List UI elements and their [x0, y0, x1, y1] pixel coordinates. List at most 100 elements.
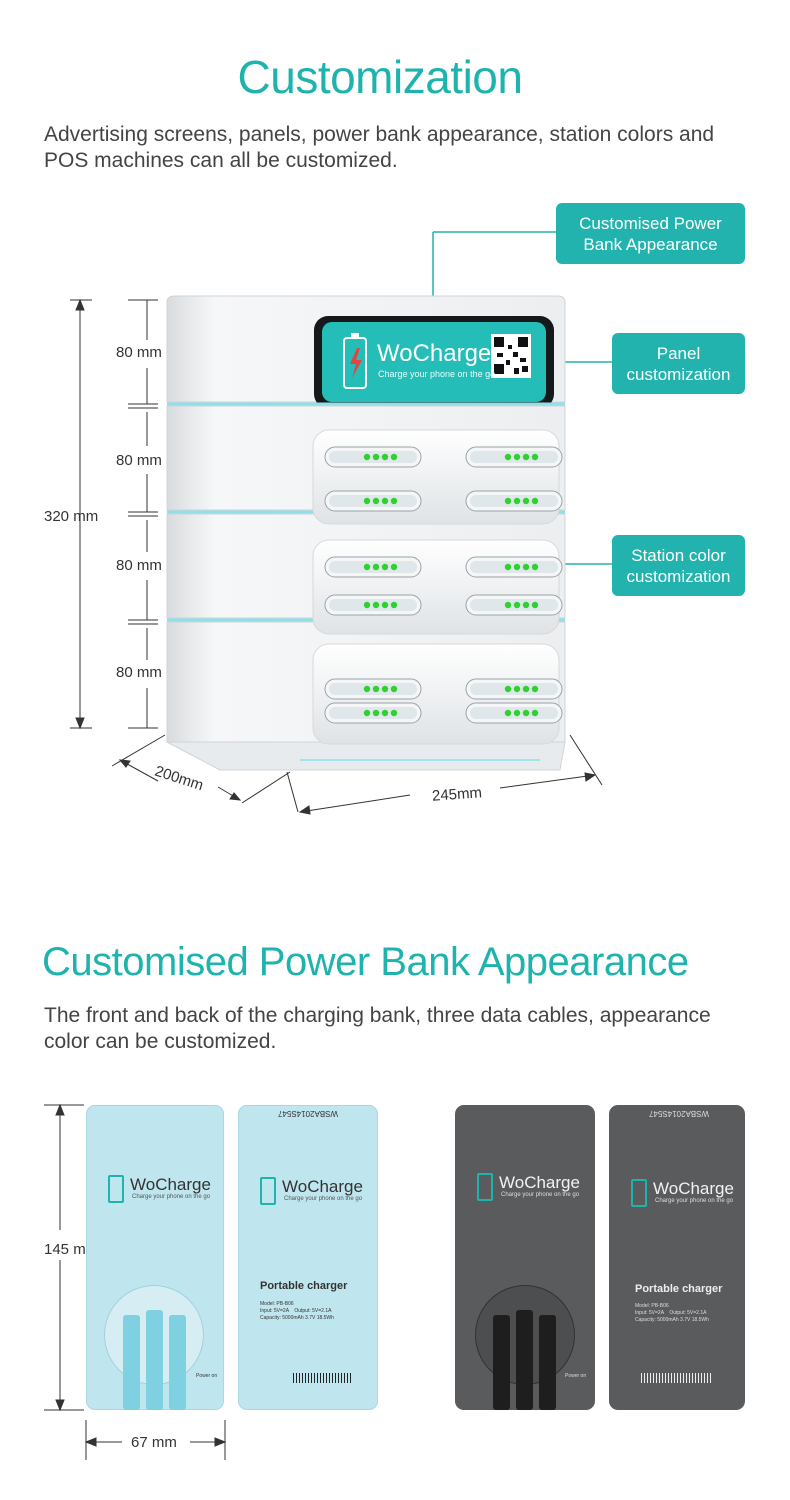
- bank-tagline: Charge your phone on the go: [132, 1194, 211, 1200]
- led-indicator: [390, 685, 398, 693]
- charging-slot: [324, 490, 422, 512]
- led-indicator: [390, 453, 398, 461]
- led-indicator: [372, 497, 380, 505]
- led-indicator: [390, 709, 398, 717]
- back-spec-text: Model: PB-B06 Input: 5V=2A Output: 5V=2.…: [260, 1301, 334, 1321]
- charging-slot: [465, 490, 563, 512]
- led-indicator: [504, 685, 512, 693]
- barcode: [641, 1373, 711, 1383]
- led-indicator: [522, 685, 530, 693]
- led-indicator: [363, 497, 371, 505]
- battery-logo-icon: [108, 1175, 124, 1203]
- bank-tagline: Charge your phone on the go: [284, 1196, 363, 1202]
- section2-description: The front and back of the charging bank,…: [44, 1004, 711, 1053]
- power-on-label: Power on: [196, 1373, 218, 1379]
- led-indicator: [504, 709, 512, 717]
- led-indicator: [390, 563, 398, 571]
- power-bank-light-front: WoCharge Charge your phone on the go Pow…: [86, 1105, 224, 1410]
- bank-tagline: Charge your phone on the go: [655, 1198, 734, 1204]
- battery-logo-icon: [477, 1173, 493, 1201]
- cable-3: [539, 1315, 556, 1410]
- module-height-label-2: 80 mm: [116, 452, 162, 469]
- power-bank-light-back: WSBA2014S547 WoCharge Charge your phone …: [238, 1105, 378, 1410]
- led-indicator: [513, 453, 521, 461]
- led-indicator: [372, 685, 380, 693]
- battery-logo-icon: [631, 1179, 647, 1207]
- bank-tagline: Charge your phone on the go: [501, 1192, 580, 1198]
- led-indicator: [531, 601, 539, 609]
- led-indicator: [513, 709, 521, 717]
- led-indicator: [381, 601, 389, 609]
- led-indicator: [390, 601, 398, 609]
- charging-slot: [324, 594, 422, 616]
- width-label: 245mm: [431, 784, 483, 805]
- charging-slot: [465, 702, 563, 724]
- barcode: [293, 1373, 353, 1383]
- section2-title: Customised Power Bank Appearance: [42, 940, 689, 984]
- led-indicator: [504, 453, 512, 461]
- bank-brand: WoCharge: [282, 1177, 363, 1196]
- led-indicator: [531, 685, 539, 693]
- led-indicator: [363, 453, 371, 461]
- led-indicator: [522, 453, 530, 461]
- module-height-label-4: 80 mm: [116, 664, 162, 681]
- led-indicator: [531, 709, 539, 717]
- callout-power-bank-appearance: Customised Power Bank Appearance: [556, 203, 745, 264]
- led-indicator: [363, 709, 371, 717]
- charging-slot: [465, 446, 563, 468]
- led-indicator: [504, 601, 512, 609]
- bank-serial: WSBA2014S547: [649, 1109, 710, 1118]
- back-label: Portable charger: [635, 1283, 723, 1295]
- led-indicator: [513, 685, 521, 693]
- led-indicator: [531, 563, 539, 571]
- module-height-label-3: 80 mm: [116, 557, 162, 574]
- led-indicator: [372, 563, 380, 571]
- led-indicator: [381, 497, 389, 505]
- led-indicator: [522, 601, 530, 609]
- charging-slot: [465, 594, 563, 616]
- power-bank-dark-back: WSBA2014S547 WoCharge Charge your phone …: [609, 1105, 745, 1410]
- led-indicator: [381, 709, 389, 717]
- section1-description: Advertising screens, panels, power bank …: [44, 123, 715, 172]
- battery-logo-icon: [260, 1177, 276, 1205]
- led-indicator: [531, 497, 539, 505]
- screen-tagline: Charge your phone on the go: [378, 369, 496, 379]
- cable-3: [169, 1315, 186, 1410]
- module-height-label-1: 80 mm: [116, 344, 162, 361]
- bank-brand: WoCharge: [653, 1179, 734, 1198]
- charging-slot: [465, 678, 563, 700]
- callout-panel-customization: Panel customization: [612, 333, 745, 394]
- bank-brand: WoCharge: [499, 1173, 580, 1192]
- callout-station-color: Station color customization: [612, 535, 745, 596]
- cable-1: [123, 1315, 140, 1410]
- led-indicator: [363, 685, 371, 693]
- led-indicator: [522, 497, 530, 505]
- back-spec-text: Model: PB-B06 Input: 5V=2A Output: 5V=2.…: [635, 1303, 709, 1323]
- total-height-label: 320 mm: [44, 508, 99, 525]
- led-indicator: [513, 563, 521, 571]
- led-indicator: [372, 453, 380, 461]
- bank-serial: WSBA2014S547: [278, 1109, 339, 1118]
- power-bank-slots: [324, 446, 563, 724]
- led-indicator: [513, 601, 521, 609]
- charging-slot: [324, 556, 422, 578]
- led-indicator: [381, 453, 389, 461]
- cable-2: [146, 1310, 163, 1410]
- led-indicator: [513, 497, 521, 505]
- charging-slot: [324, 678, 422, 700]
- led-indicator: [390, 497, 398, 505]
- charging-station-illustration: [70, 231, 612, 815]
- bank-height-label: 145 mm: [44, 1241, 99, 1258]
- led-indicator: [381, 685, 389, 693]
- screen-brand: WoCharge: [377, 340, 492, 367]
- led-indicator: [531, 453, 539, 461]
- led-indicator: [504, 497, 512, 505]
- cable-2: [516, 1310, 533, 1410]
- led-indicator: [363, 563, 371, 571]
- charging-slot: [324, 446, 422, 468]
- bank-brand: WoCharge: [130, 1175, 211, 1194]
- power-bank-dimension-lines: [44, 1103, 227, 1460]
- cable-1: [493, 1315, 510, 1410]
- led-indicator: [504, 563, 512, 571]
- led-indicator: [522, 709, 530, 717]
